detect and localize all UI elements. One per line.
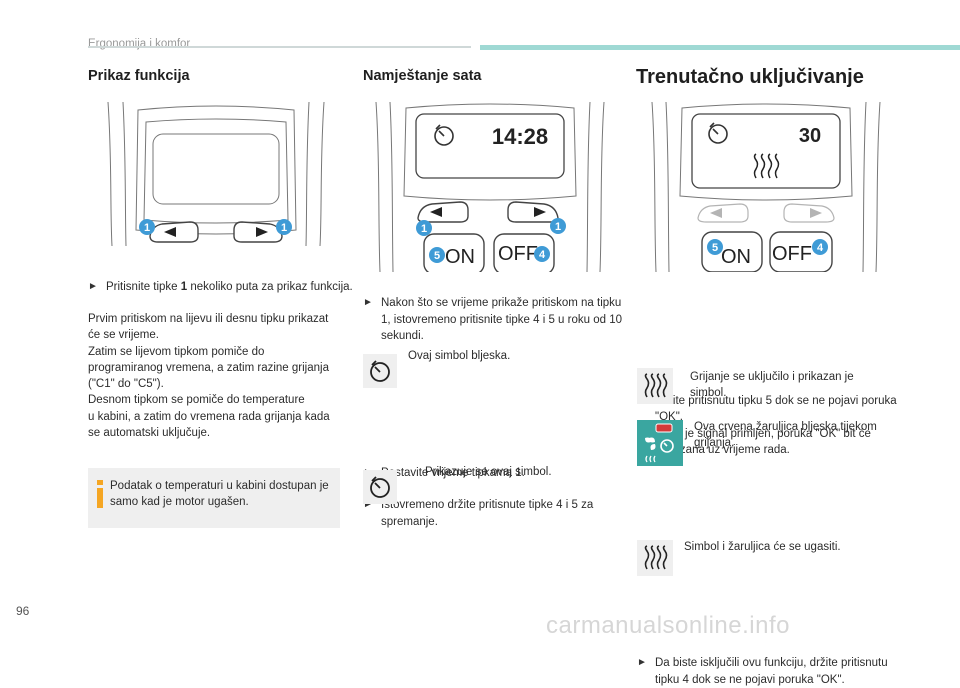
clock-display: [415, 113, 565, 179]
col1-line: se automatski uključuje.: [88, 427, 211, 440]
heating-icon: [753, 153, 780, 179]
col1-line: Zatim se lijevom tipkom pomiče do: [88, 345, 265, 358]
badge-1-left: 1: [416, 220, 432, 236]
svg-text:1: 1: [281, 222, 287, 234]
badge-5: 5: [707, 239, 723, 255]
right-arrow-button[interactable]: [233, 221, 283, 243]
col3-bullet-1: ►Držite pritisnutu tipku 5 dok se ne poj…: [637, 393, 905, 458]
remote-illustration-left: 1 1: [107, 101, 325, 246]
col1-bullet: ► Pritisnite tipke 1 nekoliko puta za pr…: [88, 279, 358, 295]
display-value: 30: [799, 125, 821, 147]
timer-icon: [434, 124, 454, 146]
svg-text:4: 4: [817, 242, 824, 254]
timer-icon: [708, 122, 728, 144]
fan-heater-icon: [645, 423, 674, 463]
badge-4: 4: [534, 246, 550, 262]
col2-bullet-3-text: Istovremeno držite pritisnute tipke 4 i …: [381, 499, 594, 528]
remote-illustration-instant: 30 ON OFF 5 4: [651, 101, 881, 272]
svg-text:4: 4: [539, 249, 546, 261]
badge-5: 5: [429, 247, 445, 263]
col2-title: Namještanje sata: [363, 68, 482, 84]
col1-line: ("C1" do "C5").: [88, 378, 164, 391]
svg-text:ON: ON: [721, 246, 751, 268]
col2-sym2-text: Prikazuje se ovaj simbol.: [425, 466, 552, 478]
col1-title: Prikaz funkcija: [88, 68, 190, 84]
col1-paragraph: Prvim pritiskom na lijevu ili desnu tipk…: [88, 311, 344, 441]
left-arrow-button[interactable]: [149, 221, 199, 243]
badge-1-right: 1: [550, 218, 566, 234]
col2-bullet-2-text: Postavite vrijeme tipkama 1.: [381, 467, 525, 480]
svg-text:1: 1: [144, 222, 150, 234]
dashboard-button-symbol: [637, 420, 683, 466]
col2-bullet-1-text: Nakon što se vrijeme prikaže pritiskom n…: [381, 297, 622, 342]
svg-text:5: 5: [434, 250, 440, 262]
svg-text:1: 1: [421, 223, 427, 235]
col3-sym1-text: Grijanje se uključilo i prikazan je simb…: [690, 371, 854, 400]
timer-symbol-box-2: [363, 470, 397, 504]
col3-title: Trenutačno uključivanje: [636, 66, 864, 88]
heating-icon: [644, 545, 668, 570]
info-box: Podatak o temperaturi u kabini dostupan …: [88, 468, 340, 528]
left-arrow-button[interactable]: [417, 201, 469, 223]
header-divider: [88, 46, 471, 48]
col3-bullet-1-cont: Kada je signal primljen, poruka "OK" bit…: [655, 427, 871, 456]
timer-symbol-box: [363, 354, 397, 388]
col2-sym1-text: Ovaj simbol bljeska.: [408, 350, 511, 362]
badge-1-left: 1: [139, 219, 155, 235]
badge-1-right: 1: [276, 219, 292, 235]
right-arrow-button[interactable]: [783, 203, 835, 223]
svg-text:1: 1: [555, 221, 561, 233]
right-arrow-button[interactable]: [507, 201, 559, 223]
section-title: Ergonomija i komfor: [88, 38, 191, 50]
heating-symbol-box: [637, 368, 673, 404]
watermark: carmanualsonline.info: [546, 612, 790, 639]
svg-text:5: 5: [712, 242, 718, 254]
col3-sym3-text: Simbol i žaruljica će se ugasiti.: [684, 541, 841, 553]
header-accent-bar: [480, 45, 960, 50]
remote-illustration-clock: 14:28 ON OFF 1 1 5 4: [375, 101, 605, 272]
timer-icon: [370, 476, 390, 498]
col1-line: će se vrijeme.: [88, 329, 159, 342]
timer-icon: [370, 360, 390, 382]
off-button[interactable]: OFF: [493, 233, 555, 272]
svg-text:OFF: OFF: [772, 243, 812, 265]
col1-line: Prvim pritiskom na lijevu ili desnu tipk…: [88, 313, 329, 325]
col3-sym2-text: Ova crvena žaruljica bljeska tijekom gri…: [694, 421, 877, 450]
badge-4: 4: [812, 239, 828, 255]
info-icon: [97, 480, 103, 508]
bullet-marker: ►: [88, 281, 98, 292]
key-ref: 1: [180, 281, 188, 293]
svg-text:OFF: OFF: [498, 243, 538, 265]
heating-symbol-box-2: [637, 540, 673, 576]
col1-line: Desnom tipkom se pomiče do temperature: [88, 394, 305, 407]
col1-line: u kabini, a zatim do vremena rada grijan…: [88, 410, 330, 423]
col1-line: programiranog vremena, a zatim razine gr…: [88, 361, 329, 374]
instant-display: [691, 113, 841, 189]
svg-text:ON: ON: [445, 246, 475, 268]
col2-bullet-3: ►Istovremeno držite pritisnute tipke 4 i…: [363, 499, 594, 528]
info-text: Podatak o temperaturi u kabini dostupan …: [110, 480, 329, 509]
heating-icon: [644, 373, 668, 398]
text-c: nekoliko puta za prikaz funkcija.: [187, 281, 353, 293]
text-a: Pritisnite tipke: [106, 281, 181, 293]
display-time: 14:28: [492, 124, 548, 149]
col3-bullet-2: ►Da biste isključili ovu funkciju, držit…: [637, 657, 888, 686]
col2-bullet-1: ►Nakon što se vrijeme prikaže pritiskom …: [363, 297, 622, 342]
page-number: 96: [16, 604, 30, 618]
left-arrow-button[interactable]: [697, 203, 749, 223]
col3-bullet-2-text: Da biste isključili ovu funkciju, držite…: [655, 657, 888, 686]
